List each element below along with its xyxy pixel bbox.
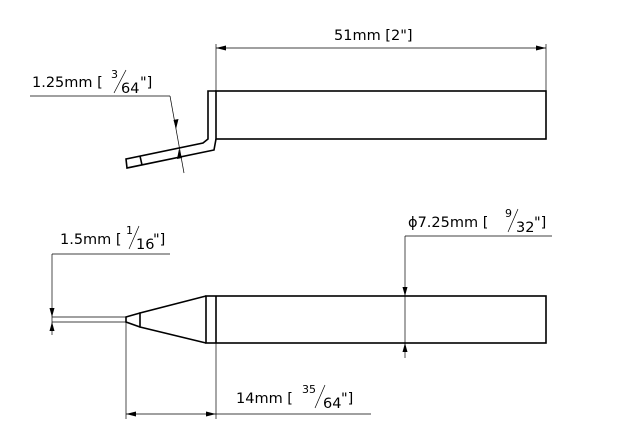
tip-arrow-bottom <box>49 322 55 331</box>
top-shank-body <box>215 90 547 140</box>
svg-text:1.25mm [: 1.25mm [ <box>32 75 103 91</box>
side-tip <box>125 312 141 328</box>
fraction-slash <box>113 69 127 94</box>
fraction-slash <box>507 208 519 233</box>
svg-text:16: 16 <box>136 237 154 253</box>
svg-text:32: 32 <box>516 220 534 236</box>
taper-arrow-right <box>206 411 216 417</box>
length-dim-label: 51mm [2"] <box>334 28 413 44</box>
side-taper <box>139 295 207 344</box>
thickness-arrow-top <box>173 119 179 129</box>
svg-text:64: 64 <box>323 396 341 412</box>
svg-text:"]: "] <box>341 391 353 407</box>
top-dim-arrow-right <box>536 45 546 51</box>
svg-text:35: 35 <box>302 383 316 396</box>
fraction-slash <box>128 225 140 250</box>
svg-text:"]: "] <box>153 232 165 248</box>
top-bent-tip <box>125 90 217 169</box>
svg-text:9: 9 <box>505 207 512 220</box>
diameter-label: ϕ7.25mm [ 9 32 "] <box>408 207 546 236</box>
thickness-dim-line <box>169 95 185 174</box>
thickness-arrow-bottom <box>177 149 182 159</box>
svg-text:"]: "] <box>534 215 546 231</box>
svg-text:ϕ7.25mm [: ϕ7.25mm [ <box>408 215 488 231</box>
fraction-slash <box>314 384 326 409</box>
taper-length-label: 14mm [ 35 64 "] <box>236 383 353 412</box>
svg-text:14mm [: 14mm [ <box>236 391 293 407</box>
tip-width-label: 1.5mm [ 1 16 "] <box>60 224 165 253</box>
svg-text:"]: "] <box>140 75 152 91</box>
tip-thickness-label: 1.25mm [ 3 64 "] <box>32 68 152 97</box>
taper-arrow-left <box>126 411 136 417</box>
diameter-arrow-top <box>402 287 408 296</box>
side-view: 1.5mm [ 1 16 "] ϕ7.25mm [ 9 32 "] 14mm [… <box>49 207 552 419</box>
svg-text:1.5mm [: 1.5mm [ <box>60 232 122 248</box>
top-dim-arrow-left <box>216 45 226 51</box>
svg-text:1: 1 <box>126 224 133 237</box>
svg-text:3: 3 <box>111 68 118 81</box>
svg-text:64: 64 <box>121 81 139 97</box>
top-view: 51mm [2"] 1.25mm [ 3 64 "] <box>30 28 547 174</box>
diameter-arrow-bottom <box>402 343 408 352</box>
top-tip-shoulder <box>139 155 143 166</box>
tip-arrow-top <box>49 308 55 317</box>
side-shank-body <box>205 295 547 344</box>
